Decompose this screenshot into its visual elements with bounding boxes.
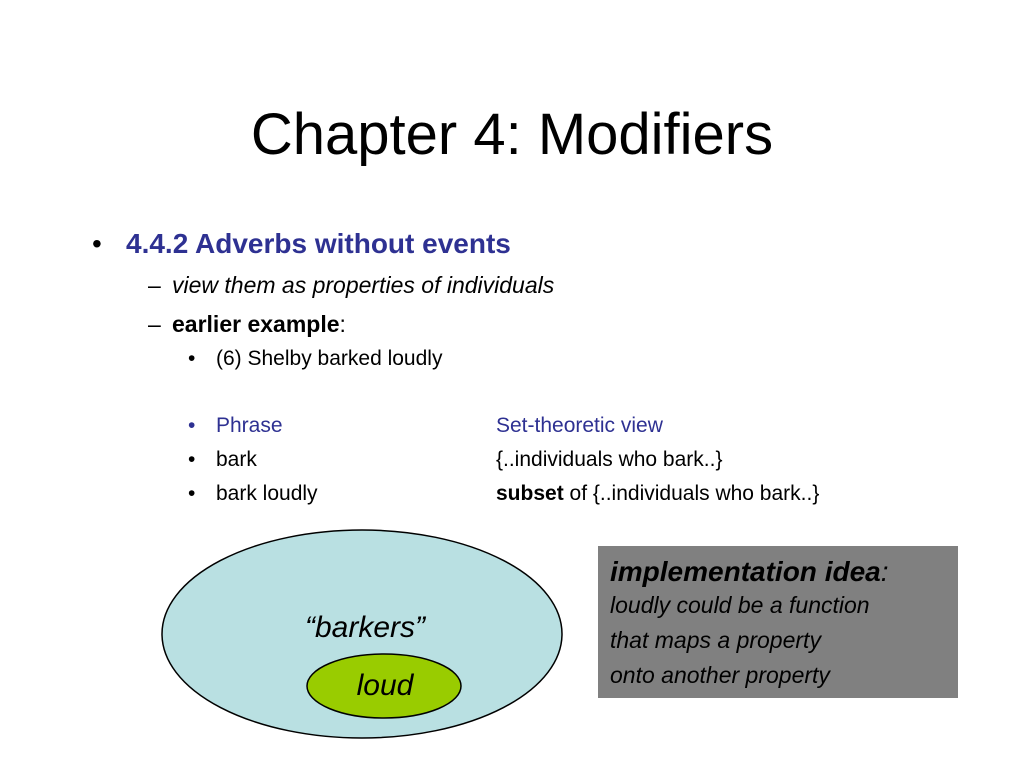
bullet-marker: • (188, 448, 196, 471)
row-view: {..individuals who bark..} (496, 446, 722, 474)
implementation-line: onto another property (610, 662, 830, 688)
header-phrase: Phrase (216, 414, 283, 437)
implementation-line: that maps a property (610, 627, 821, 653)
row-view: subset of {..individuals who bark..} (496, 480, 819, 508)
dash-marker: – (148, 272, 161, 298)
bullet-marker: • (188, 482, 196, 505)
row-phrase: bark loudly (216, 482, 318, 505)
loud-label: loud (356, 669, 414, 702)
row-view-text: {..individuals who bark..} (496, 448, 723, 471)
sub-bullet-text: earlier example: (172, 309, 346, 339)
earlier-example-colon: : (339, 311, 346, 337)
section-heading: 4.4.2 Adverbs without events (126, 228, 511, 259)
row-view-bold: subset (496, 482, 564, 505)
earlier-example-bold: earlier example (172, 311, 340, 337)
implementation-line: loudly could be a function (610, 592, 870, 618)
dash-marker: – (148, 311, 161, 337)
implementation-heading-bold: implementation idea (610, 556, 881, 587)
sub-bullet-text: view them as properties of individuals (172, 272, 555, 298)
slide-title: Chapter 4: Modifiers (250, 102, 774, 167)
bullet-marker: • (92, 228, 102, 259)
bullet-marker: • (188, 347, 196, 370)
implementation-heading-colon: : (880, 556, 889, 587)
header-set-theoretic-view: Set-theoretic view (496, 414, 663, 437)
barkers-label: “barkers” (304, 611, 425, 644)
example-text: (6) Shelby barked loudly (216, 347, 443, 370)
bullet-marker: • (188, 414, 196, 437)
row-view-text: of {..individuals who bark..} (563, 482, 820, 505)
implementation-idea-box: implementation idea: loudly could be a f… (598, 546, 958, 698)
implementation-heading: implementation idea: (610, 556, 946, 588)
row-phrase: bark (216, 448, 257, 471)
